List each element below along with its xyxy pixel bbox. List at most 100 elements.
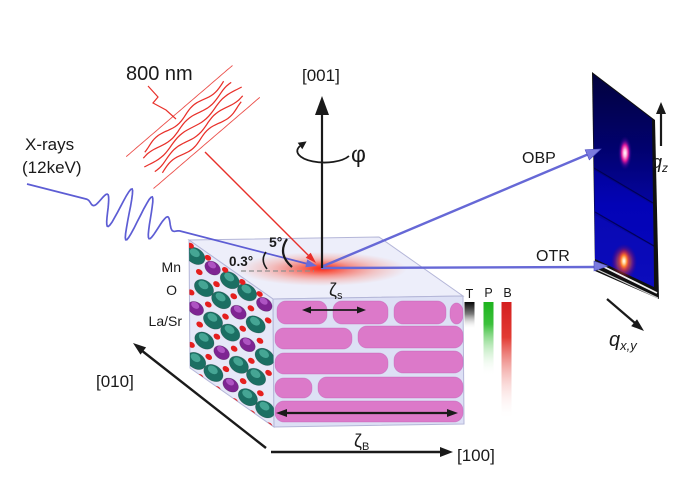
otr-label: OTR bbox=[536, 248, 570, 265]
phi-rotation-arc bbox=[296, 145, 350, 164]
pulse-train-stroke bbox=[144, 80, 225, 153]
zeta-b-label: ζB bbox=[354, 431, 369, 453]
domain-blob bbox=[274, 377, 313, 399]
domain-blob bbox=[317, 376, 464, 399]
colorbar-T bbox=[464, 302, 475, 329]
atom-highlight bbox=[190, 353, 201, 363]
sample-crystal bbox=[187, 236, 465, 428]
o-atom bbox=[264, 317, 272, 324]
colorbar-P bbox=[483, 302, 494, 376]
phi-arc-arrowhead bbox=[297, 141, 307, 150]
atom-highlight bbox=[226, 378, 235, 386]
atom-label-o: O bbox=[166, 282, 177, 298]
xray-arrowhead bbox=[305, 259, 317, 268]
colorbar-label-T: T bbox=[466, 287, 474, 301]
domain-blob bbox=[357, 325, 464, 349]
o-atom bbox=[230, 345, 238, 352]
pulse-train-stroke bbox=[161, 101, 242, 174]
atom-highlight bbox=[233, 357, 244, 366]
pulse-train-stroke bbox=[125, 65, 233, 157]
atomic-lattice bbox=[189, 242, 274, 427]
atom-highlight bbox=[216, 346, 226, 354]
o-atom bbox=[213, 333, 221, 340]
pulse-train-stroke bbox=[144, 86, 242, 168]
colorbar-label-B: B bbox=[503, 286, 511, 300]
zeta-b-arrow bbox=[276, 409, 458, 417]
atom-highlight bbox=[215, 292, 226, 302]
a-axis-label: [100] bbox=[457, 446, 495, 465]
atom-highlight bbox=[191, 301, 200, 309]
b-axis-group bbox=[133, 343, 267, 449]
domain-blob bbox=[332, 300, 389, 325]
obp-scattered-beam bbox=[320, 148, 602, 269]
o-atom bbox=[257, 390, 264, 397]
atom-highlight bbox=[241, 284, 252, 294]
c-axis-group bbox=[296, 96, 350, 268]
o-atom bbox=[265, 369, 272, 376]
atom-highlight bbox=[224, 272, 235, 282]
b-axis-arrowhead bbox=[133, 343, 147, 355]
qz-arrowhead bbox=[656, 102, 666, 114]
o-atom bbox=[189, 242, 194, 249]
reflectivity-spot-otr bbox=[617, 248, 631, 274]
o-atom bbox=[221, 266, 229, 273]
atom-highlight bbox=[198, 333, 209, 342]
o-atom bbox=[239, 325, 247, 332]
domain-blob bbox=[274, 327, 353, 350]
zeta-s-label: ζs bbox=[329, 280, 343, 302]
atom-highlight bbox=[259, 349, 269, 359]
o-atom bbox=[230, 293, 238, 300]
atom-label-lasr: La/Sr bbox=[149, 313, 183, 329]
o-atom bbox=[196, 321, 204, 328]
qxy-axis-group bbox=[606, 298, 644, 331]
colorbar-label-P: P bbox=[484, 286, 492, 300]
atom-highlight bbox=[233, 305, 242, 313]
b-axis-label: [010] bbox=[96, 372, 134, 391]
atom-highlight bbox=[207, 313, 218, 322]
qxy-arrowhead bbox=[631, 319, 644, 331]
o-atom bbox=[256, 337, 264, 344]
xray-beam bbox=[26, 183, 317, 268]
o-atom bbox=[195, 269, 203, 276]
otr-scattered-beam bbox=[320, 260, 609, 272]
o-atom bbox=[204, 301, 212, 308]
otr-arrowhead bbox=[593, 260, 609, 272]
pump-arrowhead bbox=[305, 252, 316, 263]
laser-pulse-train bbox=[125, 65, 261, 189]
atom-highlight bbox=[259, 297, 268, 305]
qz-label: qz bbox=[652, 152, 668, 175]
colorbar-legend: T P B bbox=[464, 286, 512, 420]
detector-module-seam bbox=[594, 211, 655, 247]
pump-ray bbox=[204, 151, 310, 257]
bragg-peak-spot-obp bbox=[618, 136, 632, 170]
xray-label-line1: X-rays bbox=[25, 135, 74, 154]
o-atom bbox=[205, 353, 213, 360]
a-axis-group bbox=[271, 447, 453, 457]
pulse-train-stroke bbox=[142, 81, 232, 159]
colorbar-B bbox=[501, 302, 512, 420]
detector-module-seam bbox=[593, 167, 654, 204]
atom-highlight bbox=[259, 401, 270, 411]
atom-label-mn: Mn bbox=[162, 259, 181, 275]
o-atom bbox=[222, 313, 229, 320]
atom-highlight bbox=[207, 365, 218, 375]
domain-blob bbox=[274, 352, 389, 375]
atom-highlight bbox=[250, 369, 261, 379]
zeta-s-arrow bbox=[302, 306, 366, 314]
xray-label-line2: (12keV) bbox=[22, 158, 82, 177]
domain-blob bbox=[274, 400, 464, 423]
detector-edge-highlight bbox=[595, 268, 659, 299]
obp-label: OBP bbox=[522, 150, 556, 167]
domain-blob bbox=[393, 300, 447, 325]
otr-ray bbox=[320, 265, 597, 270]
domain-blob bbox=[276, 300, 328, 325]
atom-highlight bbox=[250, 316, 260, 326]
pump-angle-arc bbox=[281, 238, 293, 268]
o-atom bbox=[256, 291, 263, 297]
xray-wavepacket bbox=[26, 183, 309, 265]
domain-blob bbox=[393, 350, 464, 374]
c-axis-label: [001] bbox=[302, 66, 340, 85]
o-atom bbox=[204, 254, 212, 261]
pulse-train-stroke bbox=[154, 95, 244, 173]
phi-label: φ bbox=[351, 141, 366, 167]
